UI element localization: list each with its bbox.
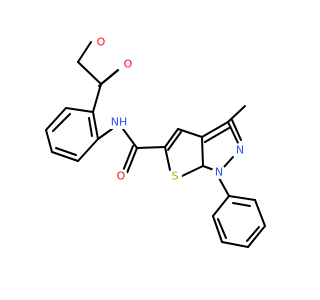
bond	[167, 131, 182, 151]
bond	[164, 128, 179, 148]
atom-label-n: N	[236, 144, 244, 157]
bond	[221, 241, 249, 248]
ester-methyl-oxygen: O	[94, 35, 108, 49]
bond	[122, 128, 138, 149]
amide-oxygen: O	[114, 169, 128, 183]
bond	[65, 107, 94, 113]
bond	[201, 136, 204, 167]
bond	[254, 199, 266, 227]
pyrazole-nitrogen-2: N	[233, 143, 247, 157]
bond	[204, 127, 230, 143]
atom-mask	[117, 58, 131, 72]
atom-mask	[94, 35, 108, 49]
bond	[218, 177, 230, 197]
thiophene-sulfur: S	[168, 169, 182, 183]
bond	[77, 61, 102, 85]
bond	[136, 146, 166, 149]
bond	[228, 195, 256, 201]
bond	[45, 129, 53, 153]
bond	[227, 105, 246, 123]
bond	[98, 66, 123, 87]
bond	[217, 218, 227, 239]
bond	[232, 202, 251, 207]
atom-mask	[114, 169, 128, 183]
atom-label-s: S	[172, 170, 179, 183]
bond	[51, 151, 79, 162]
bond	[45, 107, 67, 131]
bond	[223, 156, 234, 168]
bond	[88, 117, 93, 137]
atom-label-o: O	[124, 58, 133, 71]
bond	[164, 146, 171, 171]
molecule-diagram: O O NH O S N N	[45, 35, 266, 248]
ester-carbonyl-oxygen: O	[117, 58, 133, 72]
bond	[52, 113, 71, 132]
bond	[201, 121, 229, 138]
bond	[202, 165, 215, 171]
atom-mask	[168, 169, 182, 183]
atom-label-n: N	[215, 166, 223, 179]
atom-mask	[108, 115, 130, 129]
bond	[92, 111, 99, 140]
bond	[247, 225, 266, 248]
bond	[126, 147, 138, 174]
bond	[177, 128, 203, 138]
pyrazole-nitrogen-1: N	[212, 165, 226, 179]
bond	[246, 226, 260, 242]
bond	[231, 119, 242, 141]
bond	[212, 215, 223, 243]
bond	[227, 121, 239, 144]
bond	[122, 145, 134, 172]
atom-label-o: O	[117, 170, 126, 183]
bond	[97, 128, 113, 140]
bond-layer	[45, 41, 266, 248]
bond	[212, 195, 230, 217]
bond	[77, 41, 92, 63]
atom-mask	[212, 165, 226, 179]
atom-mask	[233, 143, 247, 157]
amide-nitrogen: NH	[108, 115, 130, 129]
atom-label-nh: NH	[111, 116, 128, 129]
atom-label-o: O	[97, 36, 106, 49]
structure-svg: O O NH O S N N	[45, 35, 266, 248]
bond	[181, 165, 204, 177]
atom-label-layer: O O NH O S N N	[94, 35, 247, 183]
bond	[92, 83, 102, 113]
bond	[55, 147, 77, 156]
bond	[77, 138, 99, 162]
